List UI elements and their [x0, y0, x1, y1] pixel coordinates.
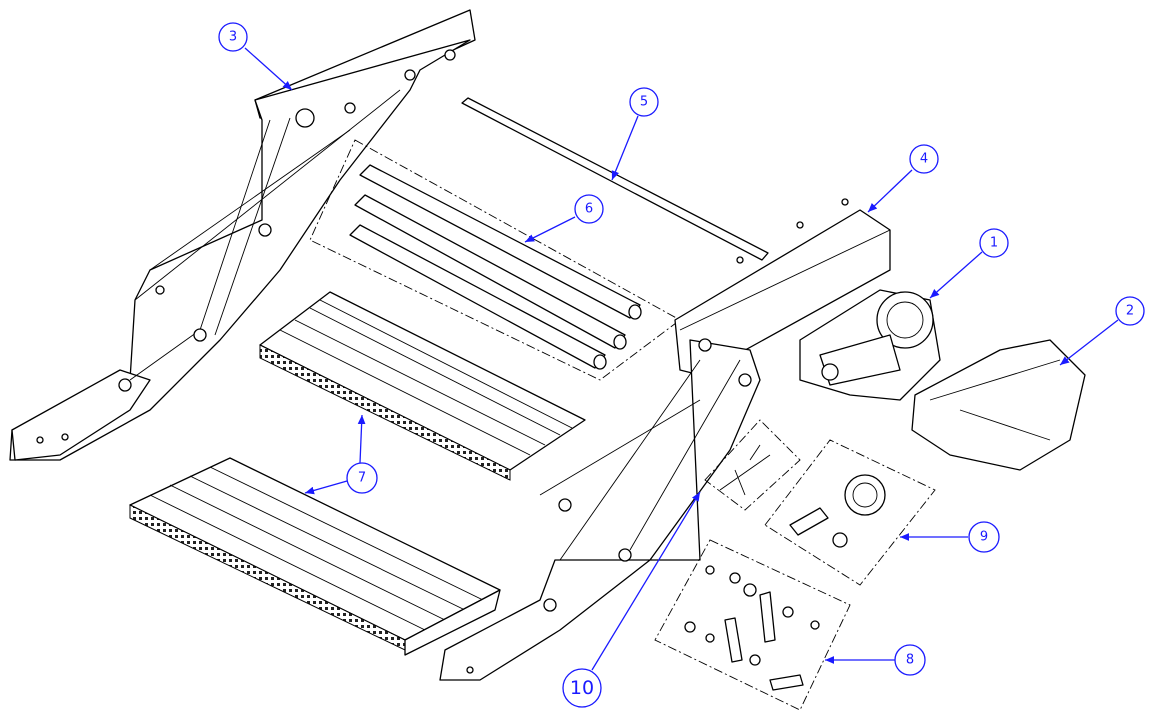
callout-10: 10: [562, 668, 602, 708]
upper-step-tread-part: [259, 291, 586, 481]
lower-step-tread-part: [129, 457, 501, 656]
right-frame-part: [439, 198, 891, 681]
svg-text:2: 2: [1126, 304, 1134, 319]
svg-text:10: 10: [570, 677, 594, 699]
callout-3: 3: [218, 22, 248, 52]
callout-6: 6: [574, 194, 604, 224]
hardware-kit-part: [654, 539, 851, 711]
callout-8: 8: [894, 644, 926, 676]
callout-5: 5: [629, 87, 659, 117]
callout-leaders: [244, 47, 1119, 671]
svg-text:6: 6: [585, 202, 593, 217]
svg-text:4: 4: [920, 152, 928, 167]
callout-4: 4: [909, 144, 939, 174]
svg-text:1: 1: [990, 236, 998, 251]
left-frame-part: [9, 9, 476, 461]
clip-kit-part: [704, 419, 801, 511]
motor-cover-part: [911, 339, 1086, 471]
callout-9: 9: [968, 521, 1000, 553]
gear-kit-part: [764, 439, 936, 586]
callout-1: 1: [979, 228, 1009, 258]
tubes-part: [309, 139, 681, 381]
rod-part: [461, 97, 769, 261]
svg-text:3: 3: [229, 30, 237, 45]
callout-2: 2: [1115, 296, 1145, 326]
motor-part: [799, 289, 941, 401]
svg-text:7: 7: [358, 471, 366, 486]
svg-text:8: 8: [906, 653, 914, 668]
callout-7: 7: [346, 462, 378, 494]
svg-text:5: 5: [640, 95, 648, 110]
svg-text:9: 9: [980, 530, 988, 545]
